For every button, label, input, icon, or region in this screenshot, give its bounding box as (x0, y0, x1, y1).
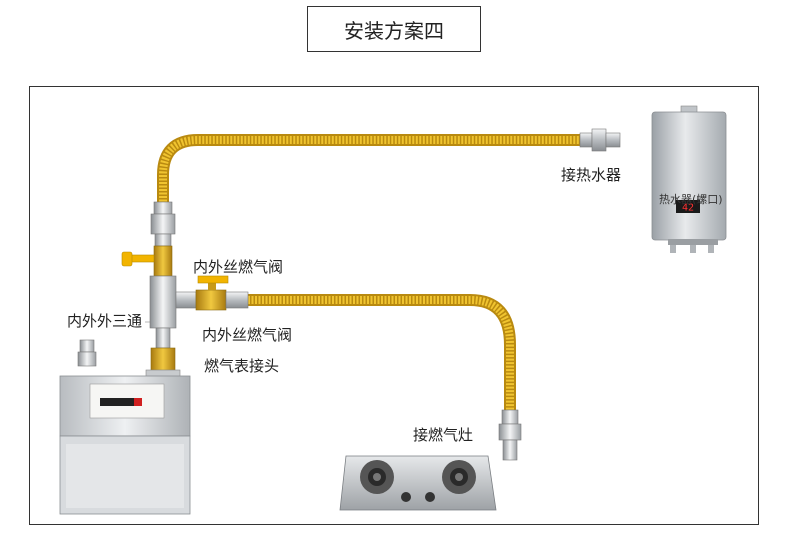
label-meter-joint: 燃气表接头 (204, 357, 280, 375)
lower-gas-hose (242, 294, 516, 418)
gas-meter (59, 339, 191, 515)
gas-stove (339, 455, 497, 511)
tee-upper-fitting (150, 201, 176, 247)
heater-display-readout: 42 (682, 203, 694, 214)
label-heater-name: 热水器(螺口) (659, 193, 723, 206)
label-stove-connect: 接燃气灶 (413, 426, 474, 444)
label-valve-upper: 内外丝燃气阀 (193, 258, 284, 276)
water-heater: 42 (651, 105, 727, 253)
label-valve-lower: 内外丝燃气阀 (202, 326, 293, 344)
tee-fitting (149, 275, 197, 329)
heater-hose-connector (579, 128, 621, 152)
lower-gas-valve (195, 275, 249, 311)
page-title: 安装方案四 (307, 6, 481, 52)
diagram-frame (29, 86, 759, 525)
label-tee: 内外外三通 (67, 312, 143, 330)
upper-gas-valve (121, 245, 173, 277)
upper-gas-hose (157, 134, 591, 211)
stove-hose-connector (498, 409, 522, 461)
label-heater-connect: 接热水器 (561, 166, 622, 184)
